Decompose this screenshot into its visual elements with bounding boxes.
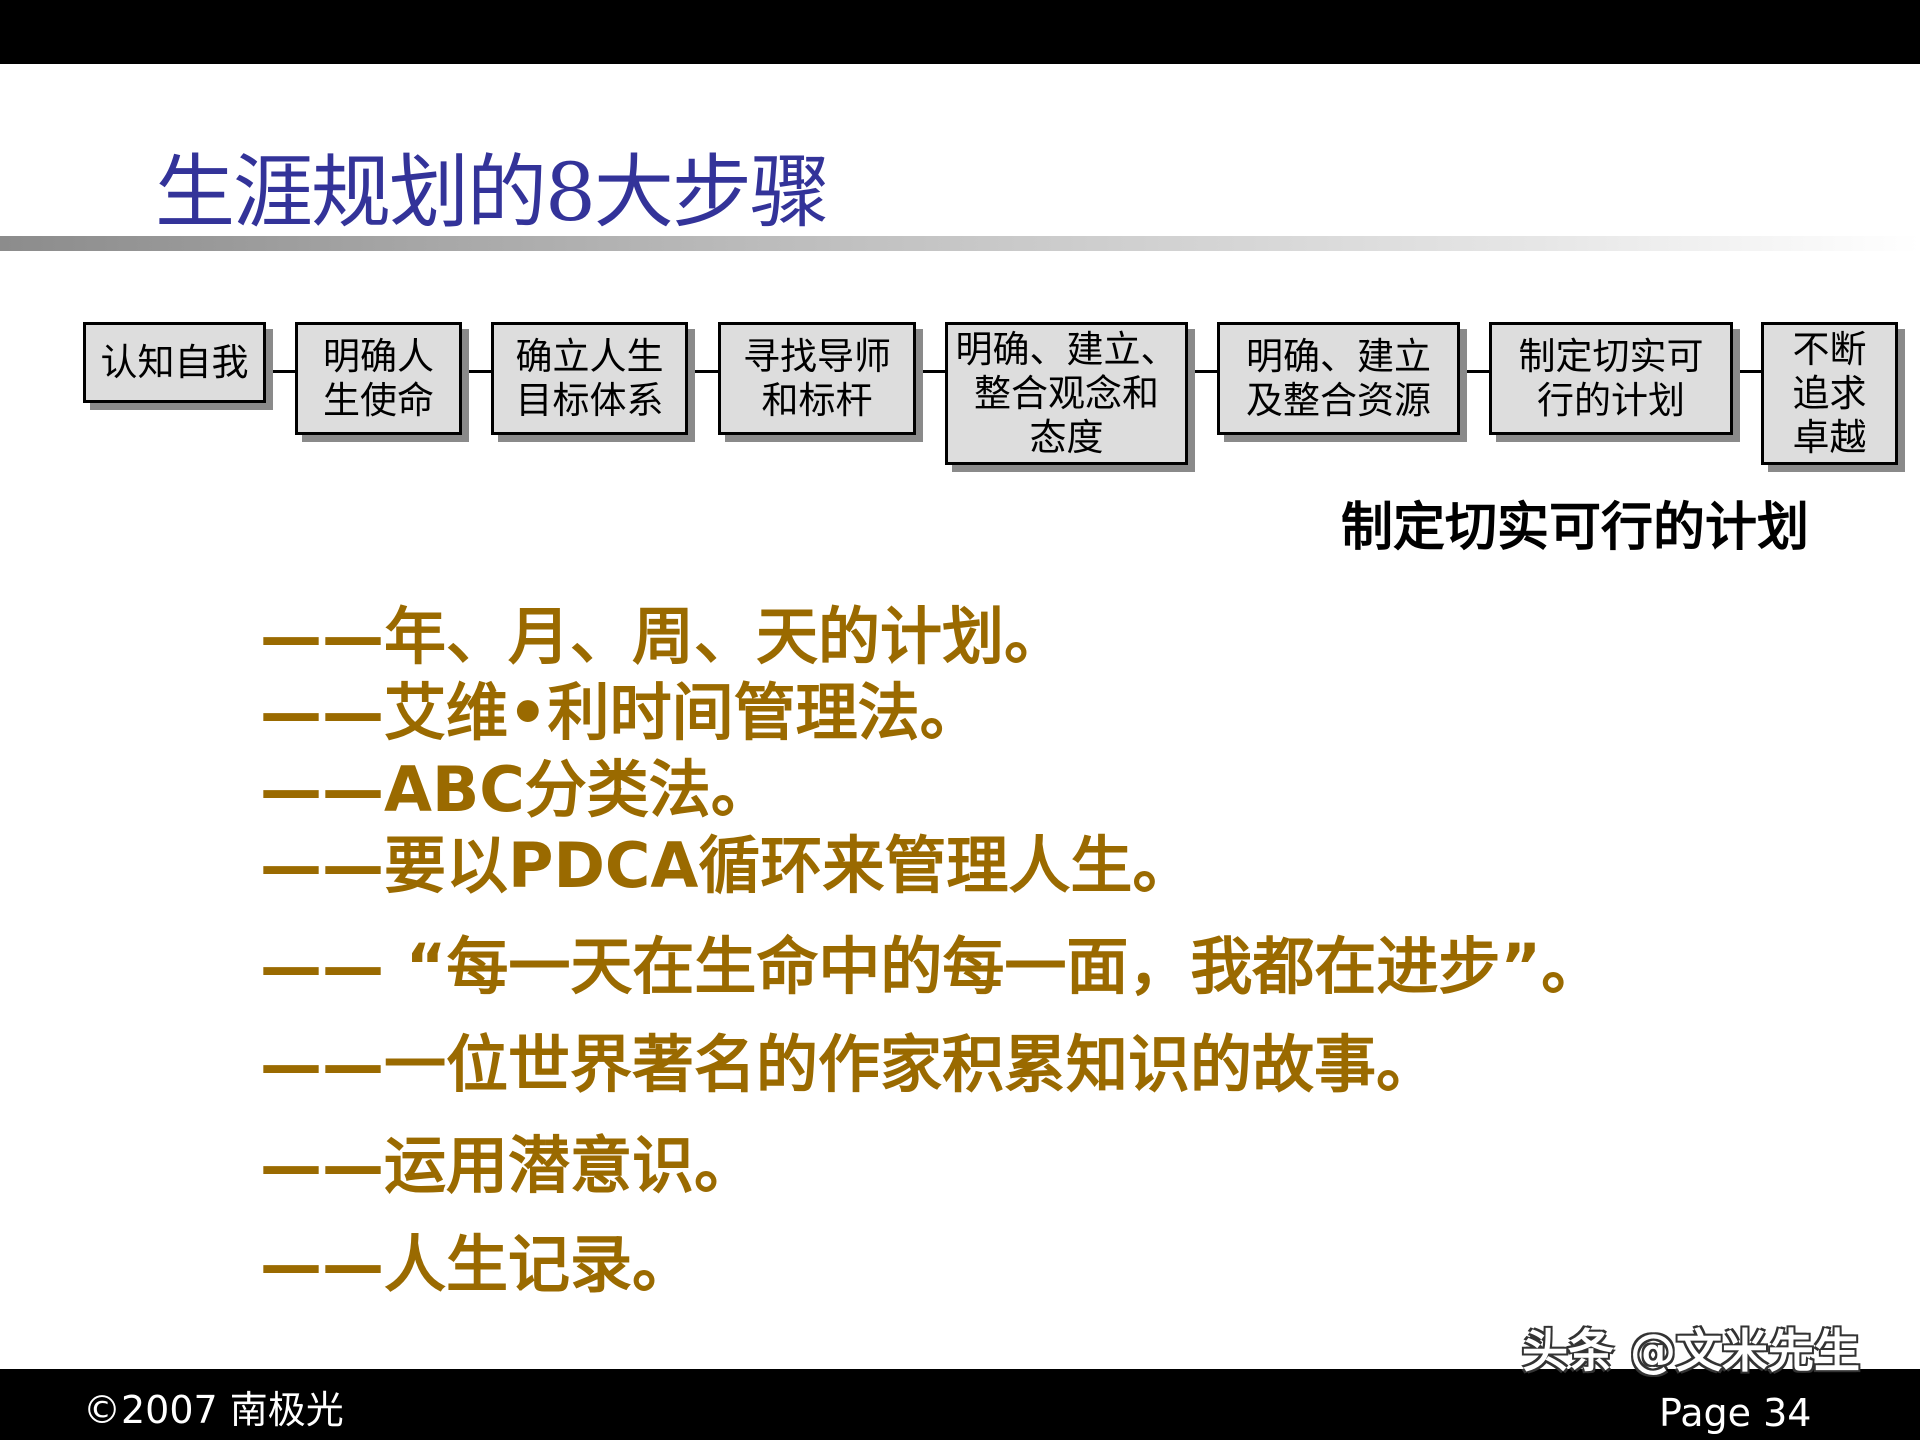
list-item: ——年、月、周、天的计划。 <box>260 600 1067 673</box>
list-item: ——艾维•利时间管理法。 <box>260 676 982 749</box>
step-4: 寻找导师 和标杆 <box>718 322 916 435</box>
section-subtitle: 制定切实可行的计划 <box>1341 498 1810 558</box>
top-bar <box>0 0 1920 64</box>
watermark: 头条 @文米先生 <box>1522 1324 1861 1378</box>
step-3: 确立人生 目标体系 <box>491 322 688 435</box>
list-item: ——人生记录。 <box>260 1228 695 1301</box>
title-divider <box>0 236 1920 251</box>
step-8: 不断 追求 卓越 <box>1761 322 1898 465</box>
list-item: ——要以PDCA循环来管理人生。 <box>260 829 1195 902</box>
list-item: ——ABC分类法。 <box>260 753 773 826</box>
list-item: ——一位世界著名的作家积累知识的故事。 <box>260 1028 1439 1101</box>
step-1: 认知自我 <box>83 322 266 403</box>
step-2: 明确人 生使命 <box>295 322 462 435</box>
slide-title: 生涯规划的8大步骤 <box>155 146 830 239</box>
step-6: 明确、建立 及整合资源 <box>1217 322 1460 435</box>
list-item: ——运用潜意识。 <box>260 1129 757 1202</box>
footer-copyright: ©2007 南极光 <box>83 1388 344 1432</box>
step-5: 明确、建立、 整合观念和 态度 <box>945 322 1188 465</box>
footer-bar <box>0 1369 1920 1440</box>
list-item: —— “每一天在生命中的每一面，我都在进步”。 <box>260 930 1604 1003</box>
step-7: 制定切实可 行的计划 <box>1489 322 1733 435</box>
page-number: Page 34 <box>1659 1391 1812 1435</box>
